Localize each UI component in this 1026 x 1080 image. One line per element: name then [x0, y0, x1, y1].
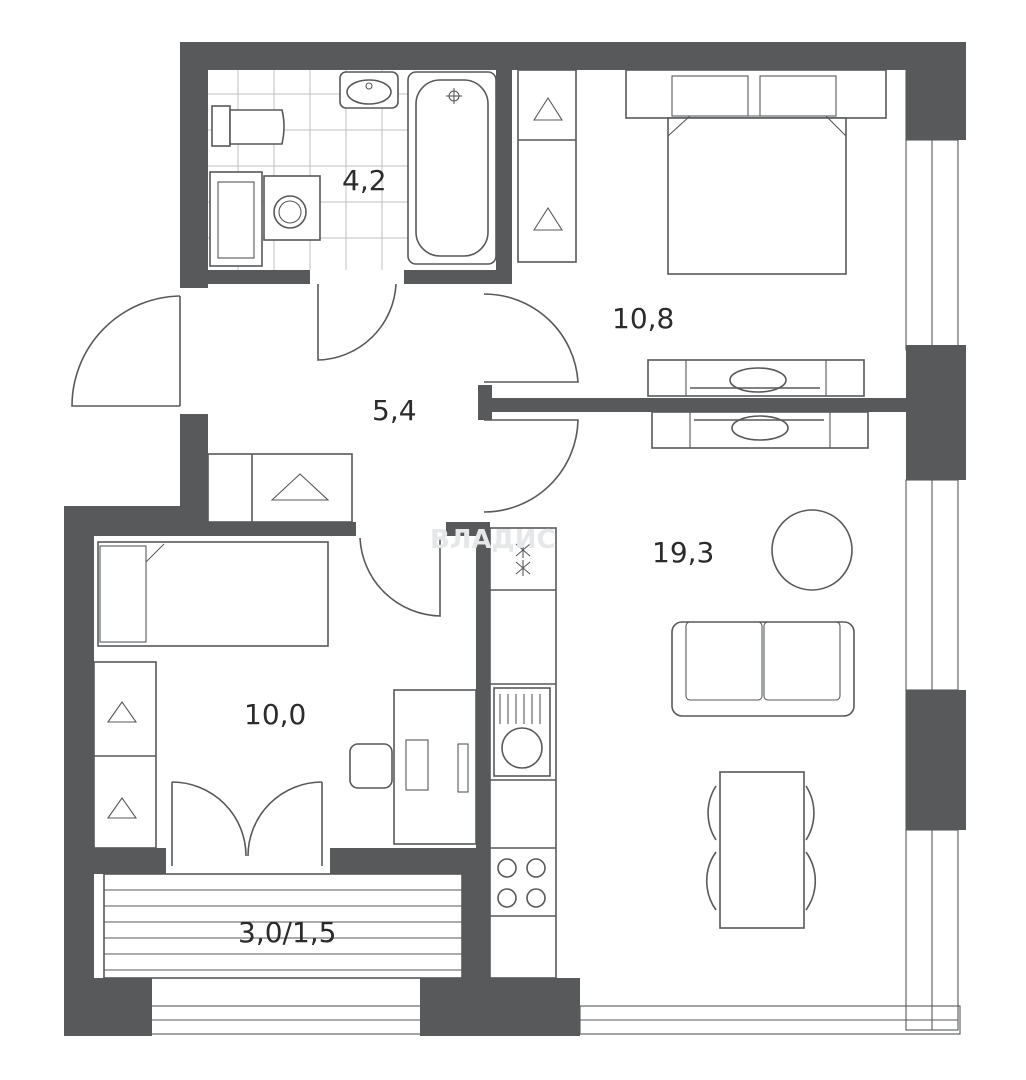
area-label-bedroom-small: 10,0 [244, 698, 306, 731]
bedroom-large [517, 69, 887, 397]
sink-icon [339, 71, 399, 109]
area-label-bedroom-large: 10,8 [612, 302, 674, 335]
toilet-icon [211, 105, 285, 147]
area-label-bathroom: 4,2 [342, 164, 387, 197]
living-kitchen [489, 411, 869, 979]
watermark: ВЛАДИС [430, 525, 556, 555]
area-label-living-kitchen: 19,3 [652, 536, 714, 569]
hall-closet [207, 453, 353, 523]
balcony [103, 873, 463, 979]
area-label-hallway: 5,4 [372, 394, 417, 427]
area-label-balcony: 3,0/1,5 [238, 916, 337, 949]
bedroom-small [93, 541, 477, 849]
bathroom [208, 70, 497, 270]
bathtub-icon [407, 71, 497, 265]
walls [64, 42, 966, 1036]
doors [71, 283, 579, 866]
washing-machine-icon [263, 175, 321, 241]
bathroom-cabinet [209, 171, 263, 267]
